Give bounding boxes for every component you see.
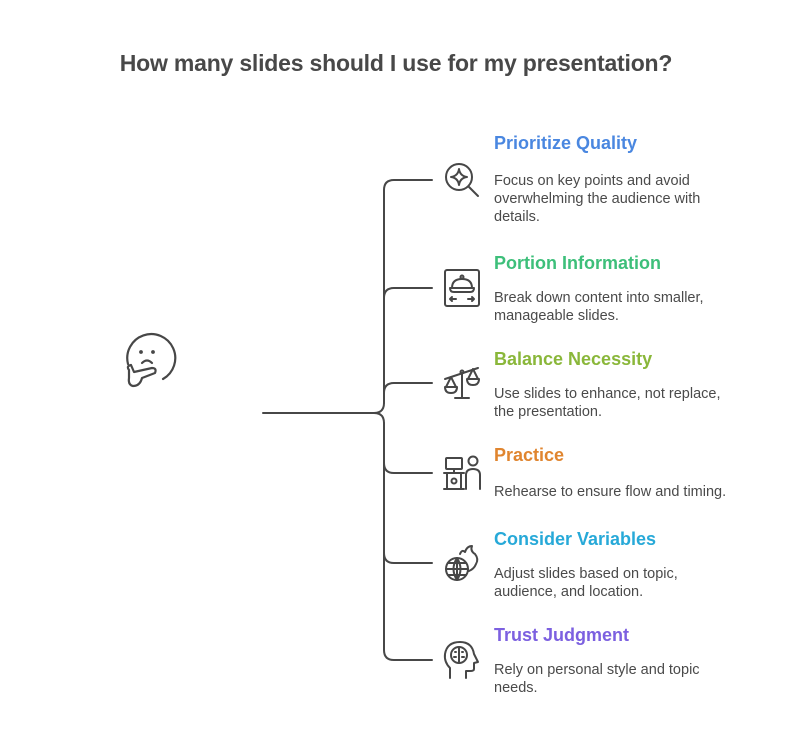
globe-flame-icon <box>445 545 479 581</box>
thinking-face-icon <box>126 332 177 388</box>
page-title: How many slides should I use for my pres… <box>119 50 673 76</box>
balance-scale-icon <box>444 367 480 399</box>
serving-cloche-icon <box>444 269 480 307</box>
node-title-practice: Practice <box>494 445 565 465</box>
node-desc-trust-judgment: Rely on personal style and topic needs. <box>494 662 700 696</box>
presenter-podium-icon <box>443 455 481 490</box>
node-desc-prioritize-quality: Focus on key points and avoid overwhelmi… <box>494 173 701 225</box>
node-desc-practice: Rehearse to ensure flow and timing. <box>494 484 727 500</box>
node-title-trust-judgment: Trust Judgment <box>494 625 630 645</box>
node-title-consider-variables: Consider Variables <box>494 529 657 549</box>
node-desc-portion-information: Break down content into smaller, managea… <box>494 290 704 324</box>
sparkle-search-icon <box>445 163 479 197</box>
node-title-portion-information: Portion Information <box>494 253 661 273</box>
head-mind-icon <box>443 641 479 679</box>
node-desc-consider-variables: Adjust slides based on topic, audience, … <box>494 566 678 600</box>
node-desc-balance-necessity: Use slides to enhance, not replace, the … <box>494 386 721 420</box>
node-title-prioritize-quality: Prioritize Quality <box>494 133 638 153</box>
node-title-balance-necessity: Balance Necessity <box>494 349 653 369</box>
